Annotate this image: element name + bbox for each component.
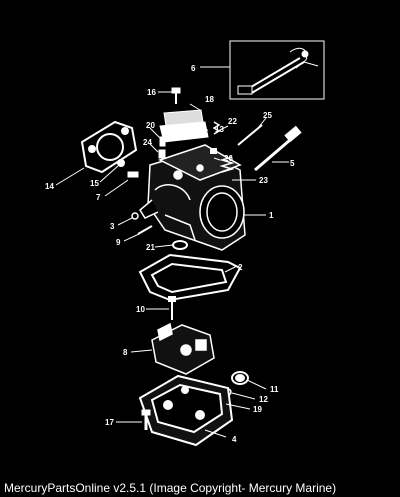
part-17-screw [141, 409, 151, 430]
callout-10: 10 [136, 305, 145, 314]
callout-15: 15 [90, 179, 99, 188]
part-9-screw [137, 225, 153, 235]
leader-lines [55, 66, 289, 438]
copyright-footer: MercuryPartsOnline v2.5.1 (Image Copyrig… [4, 481, 337, 495]
part-23-spring [219, 156, 235, 173]
callout-13: 13 [215, 125, 224, 134]
callout-4: 4 [232, 435, 237, 444]
part-15-washer [117, 159, 125, 167]
part-16-screw [171, 87, 181, 104]
part-8-float [151, 322, 215, 375]
part-4-float-bowl [138, 374, 234, 447]
callout-26: 26 [224, 154, 233, 163]
callout-11: 11 [270, 385, 279, 394]
part-5-adjusting-screw [254, 125, 302, 172]
callout-12: 12 [259, 395, 268, 404]
callout-8: 8 [123, 348, 128, 357]
part-2-gasket [138, 253, 242, 302]
callout-21: 21 [146, 243, 155, 252]
callout-1: 1 [269, 211, 274, 220]
part-11-plug [231, 371, 249, 385]
callout-5: 5 [290, 159, 295, 168]
callout-14: 14 [45, 182, 54, 191]
part-14-flange-gasket [80, 120, 138, 174]
part-20-pin [159, 136, 166, 147]
part-10-stud [168, 296, 176, 320]
part-24-fitting [158, 149, 166, 159]
callout-3: 3 [110, 222, 115, 231]
callout-2: 2 [238, 263, 243, 272]
part-26-jet [210, 148, 217, 154]
inset-box-part-6 [229, 40, 325, 100]
callout-22: 22 [228, 117, 237, 126]
part-22-spring [212, 121, 221, 135]
callout-6: 6 [191, 64, 196, 73]
callout-23: 23 [259, 176, 268, 185]
callout-16: 16 [147, 88, 156, 97]
callout-18: 18 [205, 95, 214, 104]
part-3-screw [131, 212, 139, 220]
callout-25: 25 [263, 111, 272, 120]
callout-7: 7 [96, 193, 101, 202]
part-7-screw [127, 171, 139, 178]
callout-19: 19 [253, 405, 262, 414]
part-1-carburetor-body [139, 144, 246, 251]
callout-24: 24 [143, 138, 152, 147]
callout-20: 20 [146, 121, 155, 130]
part-25-needle [237, 124, 263, 146]
callout-17: 17 [105, 418, 114, 427]
callout-labels: 1 2 3 4 5 6 7 8 9 10 11 12 13 14 15 16 1… [45, 64, 295, 444]
callout-9: 9 [116, 238, 121, 247]
